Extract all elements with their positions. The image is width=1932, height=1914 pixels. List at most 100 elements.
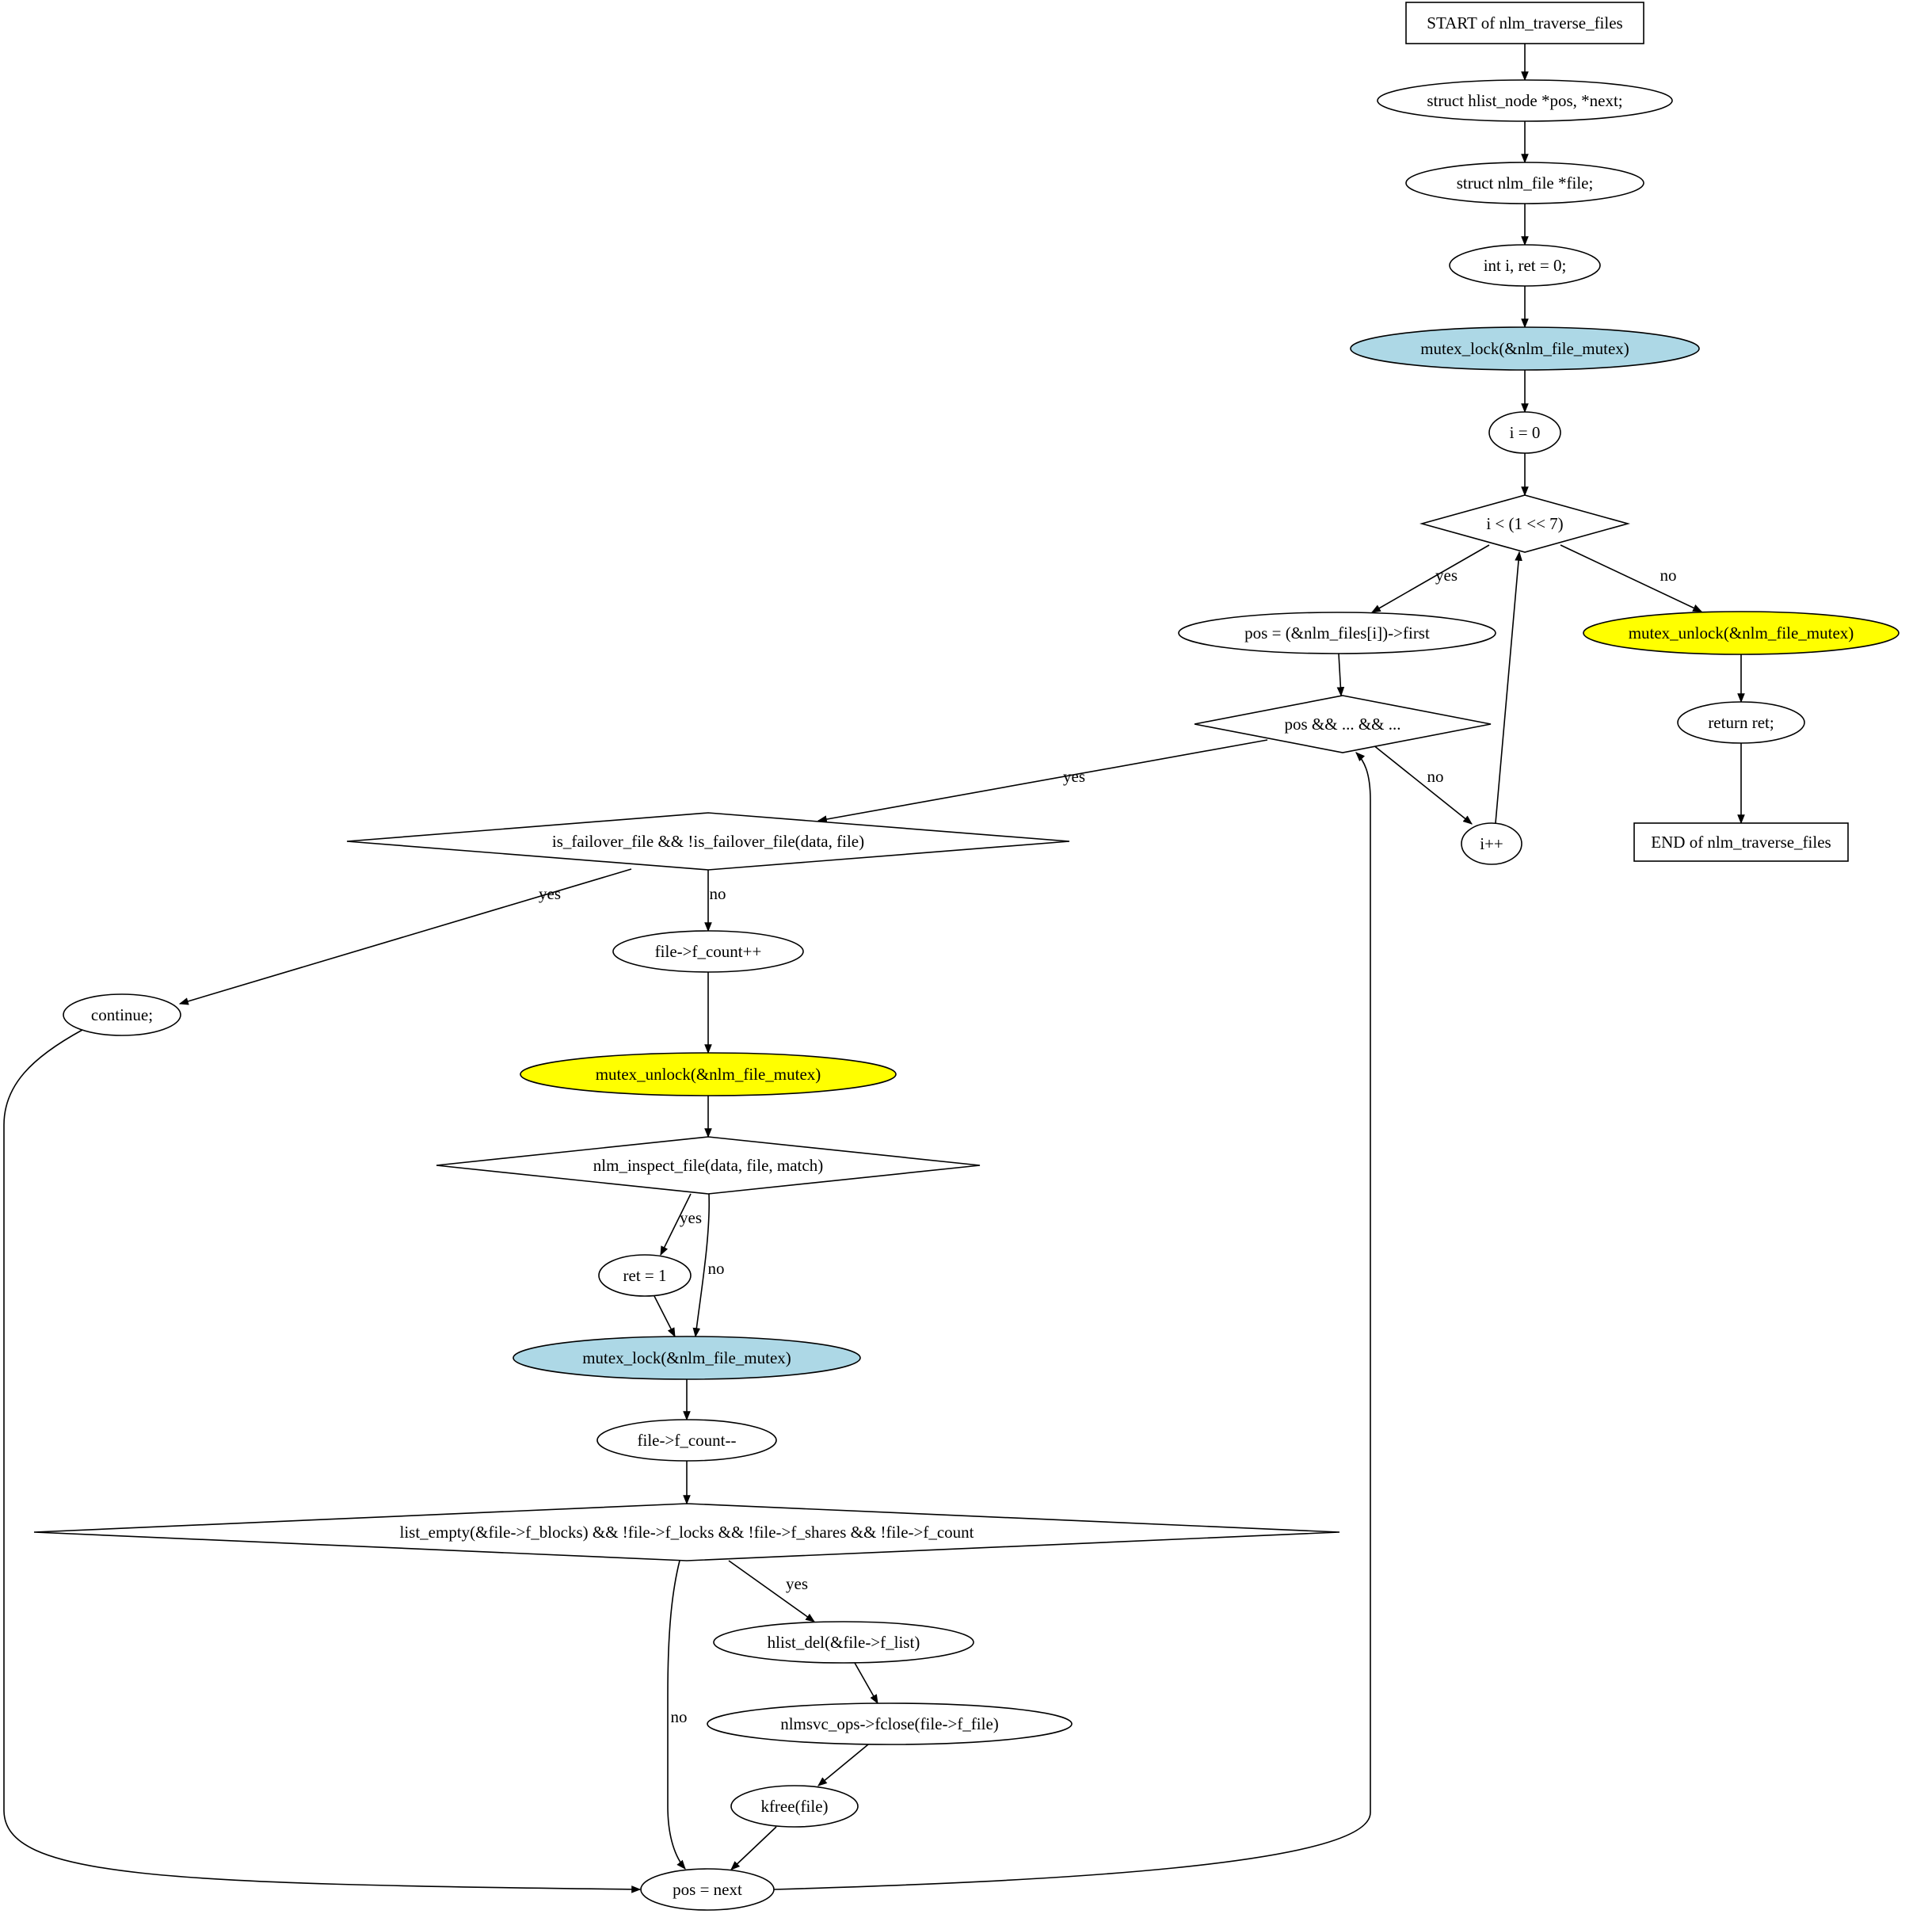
node-box-shape bbox=[1405, 2, 1644, 44]
node-decl-file: struct nlm_file *file; bbox=[1405, 162, 1644, 204]
node-ellipse-shape bbox=[63, 993, 181, 1036]
node-label: pos = next bbox=[673, 1880, 742, 1899]
edge-cond-empty-to-pos-next bbox=[667, 1560, 686, 1870]
node-label: is_failover_file && !is_failover_file(da… bbox=[552, 832, 864, 851]
node-cond-inspect: nlm_inspect_file(data, file, match) bbox=[436, 1136, 981, 1195]
node-fcount-inc: file->f_count++ bbox=[612, 930, 804, 973]
edge-label-no: no bbox=[710, 884, 726, 903]
node-ellipse-shape bbox=[1583, 611, 1900, 655]
node-box-shape bbox=[1633, 822, 1849, 862]
edge-hlist-del-to-fclose bbox=[854, 1662, 878, 1705]
node-ellipse-shape bbox=[730, 1785, 859, 1828]
edge-label-yes: yes bbox=[1063, 767, 1085, 786]
node-cond-failover: is_failover_file && !is_failover_file(da… bbox=[346, 812, 1070, 871]
node-label: hlist_del(&file->f_list) bbox=[768, 1633, 920, 1652]
edge-cond-inspect-to-ret1 bbox=[660, 1193, 692, 1256]
node-unlock2: mutex_unlock(&nlm_file_mutex) bbox=[520, 1052, 897, 1096]
node-label: struct nlm_file *file; bbox=[1457, 173, 1594, 193]
node-fclose: nlmsvc_ops->fclose(file->f_file) bbox=[707, 1702, 1073, 1745]
node-label: END of nlm_traverse_files bbox=[1651, 833, 1831, 852]
edge-cond-empty-to-hlist-del bbox=[728, 1560, 815, 1622]
node-ellipse-shape bbox=[707, 1702, 1073, 1745]
node-ellipse-shape bbox=[1461, 822, 1522, 865]
node-label: ret = 1 bbox=[623, 1266, 667, 1285]
edge-label-no: no bbox=[708, 1259, 725, 1278]
node-pos-first: pos = (&nlm_files[i])->first bbox=[1178, 612, 1496, 654]
node-ellipse-shape bbox=[596, 1419, 777, 1462]
node-ret: return ret; bbox=[1677, 701, 1805, 744]
edge-iinc-to-cond-i bbox=[1495, 551, 1522, 824]
node-label: continue; bbox=[91, 1005, 153, 1024]
node-label: file->f_count++ bbox=[655, 942, 762, 961]
node-label: mutex_unlock(&nlm_file_mutex) bbox=[596, 1065, 821, 1084]
node-label: kfree(file) bbox=[760, 1797, 828, 1816]
node-ellipse-shape bbox=[520, 1052, 897, 1096]
node-ellipse-shape bbox=[612, 930, 804, 973]
node-label: nlm_inspect_file(data, file, match) bbox=[593, 1156, 823, 1175]
node-ellipse-shape bbox=[1405, 162, 1644, 204]
node-label: START of nlm_traverse_files bbox=[1427, 13, 1622, 32]
node-decl-i: int i, ret = 0; bbox=[1449, 244, 1601, 287]
edge-cond-inspect-to-lock2 bbox=[692, 1193, 711, 1338]
node-label: i++ bbox=[1480, 834, 1503, 853]
node-fcount-dec: file->f_count-- bbox=[596, 1419, 777, 1462]
node-lock1: mutex_lock(&nlm_file_mutex) bbox=[1350, 326, 1700, 371]
edges-layer bbox=[3, 44, 1745, 1893]
edge-fclose-to-kfree bbox=[817, 1744, 869, 1786]
node-label: int i, ret = 0; bbox=[1484, 256, 1567, 275]
node-label: file->f_count-- bbox=[638, 1431, 737, 1450]
node-ellipse-shape bbox=[640, 1868, 775, 1911]
node-diamond-shape bbox=[1194, 695, 1492, 753]
node-ellipse-shape bbox=[598, 1254, 692, 1297]
node-end: END of nlm_traverse_files bbox=[1633, 822, 1849, 862]
node-diamond-shape bbox=[1419, 494, 1630, 553]
edge-cond-i-to-pos-first bbox=[1370, 544, 1490, 613]
node-lock2: mutex_lock(&nlm_file_mutex) bbox=[513, 1336, 861, 1380]
node-unlock-end: mutex_unlock(&nlm_file_mutex) bbox=[1583, 611, 1900, 655]
edge-pos-next-to-cond-pos bbox=[773, 752, 1371, 1890]
node-diamond-shape bbox=[436, 1136, 981, 1195]
node-label: mutex_lock(&nlm_file_mutex) bbox=[1420, 339, 1629, 358]
node-label: i = 0 bbox=[1510, 423, 1541, 442]
edge-ret1-to-lock2 bbox=[654, 1295, 676, 1338]
edge-label-no: no bbox=[671, 1707, 688, 1726]
edge-label-yes: yes bbox=[786, 1574, 808, 1593]
node-ret1: ret = 1 bbox=[598, 1254, 692, 1297]
node-ellipse-shape bbox=[513, 1336, 861, 1380]
edge-pos-first-to-cond-pos bbox=[1336, 653, 1345, 697]
edge-continue-to-pos-next bbox=[3, 1029, 642, 1893]
edge-label-yes: yes bbox=[539, 884, 561, 903]
edge-label-no: no bbox=[1427, 767, 1444, 786]
edge-label-yes: yes bbox=[680, 1208, 702, 1227]
node-label: struct hlist_node *pos, *next; bbox=[1427, 91, 1622, 110]
node-label: pos && ... && ... bbox=[1284, 715, 1400, 734]
node-diamond-shape bbox=[346, 812, 1070, 871]
node-ellipse-shape bbox=[713, 1621, 974, 1664]
edge-label-no: no bbox=[1660, 566, 1677, 585]
node-cond-i: i < (1 << 7) bbox=[1419, 494, 1630, 553]
node-label: mutex_lock(&nlm_file_mutex) bbox=[582, 1348, 791, 1367]
node-label: list_empty(&file->f_blocks) && !file->f_… bbox=[399, 1523, 974, 1542]
node-continue: continue; bbox=[63, 993, 181, 1036]
node-label: i < (1 << 7) bbox=[1486, 514, 1563, 533]
edge-cond-failover-to-continue bbox=[178, 868, 632, 1005]
node-ellipse-shape bbox=[1677, 701, 1805, 744]
node-cond-empty: list_empty(&file->f_blocks) && !file->f_… bbox=[33, 1503, 1340, 1561]
node-pos-next: pos = next bbox=[640, 1868, 775, 1911]
node-label: nlmsvc_ops->fclose(file->f_file) bbox=[780, 1714, 999, 1733]
edge-cond-pos-to-cond-failover bbox=[817, 739, 1268, 823]
node-label: mutex_unlock(&nlm_file_mutex) bbox=[1629, 623, 1854, 642]
node-i0: i = 0 bbox=[1488, 411, 1561, 454]
node-start: START of nlm_traverse_files bbox=[1405, 2, 1644, 44]
node-ellipse-shape bbox=[1488, 411, 1561, 454]
node-label: pos = (&nlm_files[i])->first bbox=[1244, 623, 1430, 642]
node-kfree: kfree(file) bbox=[730, 1785, 859, 1828]
node-label: return ret; bbox=[1708, 713, 1774, 732]
node-cond-pos: pos && ... && ... bbox=[1194, 695, 1492, 753]
edge-kfree-to-pos-next bbox=[730, 1826, 777, 1870]
node-ellipse-shape bbox=[1350, 326, 1700, 371]
node-ellipse-shape bbox=[1449, 244, 1601, 287]
